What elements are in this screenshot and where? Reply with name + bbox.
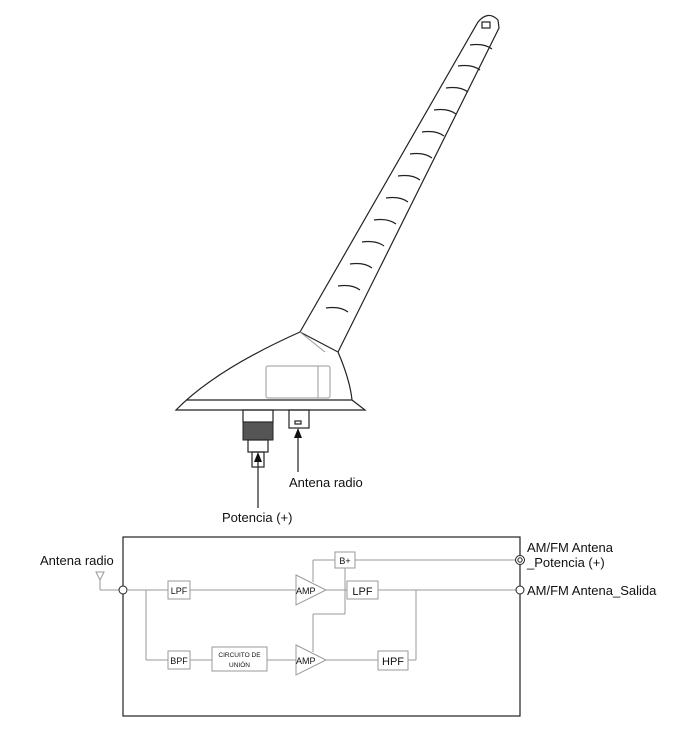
- lpf-input-block: [167, 580, 191, 600]
- whip-spiral: [325, 21, 493, 313]
- radio-connector: [288, 409, 310, 429]
- antenna-symbol-icon: [95, 571, 119, 591]
- signal-output-label: AM/FM Antena_Salida: [527, 583, 657, 598]
- threaded-stud: [242, 421, 274, 441]
- matching-circuit-block: [211, 646, 268, 672]
- output-terminal: [515, 585, 525, 595]
- power-output-label-2: _Potencia (+): [526, 555, 605, 570]
- hpf-label: HPF: [382, 656, 404, 668]
- power-label: Potencia (+): [222, 510, 292, 525]
- lpf-input-label: LPF: [171, 586, 188, 596]
- input-terminal: [118, 585, 128, 595]
- power-connector: [242, 409, 274, 423]
- lpf-output-block: [346, 580, 379, 600]
- wires: [127, 559, 516, 661]
- amp-top-triangle: [295, 574, 328, 606]
- antenna-radio-label: Antena radio: [289, 475, 363, 490]
- antenna-base: [174, 331, 367, 411]
- power-output-label-1: AM/FM Antena: [527, 540, 614, 555]
- amplifier-box: [122, 536, 521, 717]
- input-label: Antena radio: [40, 553, 114, 568]
- bpf-label: BPF: [170, 656, 188, 666]
- lpf-output-label: LPF: [352, 586, 372, 598]
- bplus-block: [334, 551, 356, 569]
- block-diagram: Antena radio LPF BPF CIRCU: [40, 536, 657, 717]
- bpf-block: [167, 650, 191, 670]
- bplus-label: B+: [339, 556, 350, 566]
- hpf-block: [377, 650, 409, 671]
- matching-circuit-label-2: UNIÓN: [229, 660, 250, 669]
- power-terminal: [515, 555, 525, 565]
- amp-bottom-label: AMP: [296, 656, 316, 666]
- amp-bottom-triangle: [295, 644, 328, 676]
- amp-top-label: AMP: [296, 586, 316, 596]
- antenna-whip: [299, 14, 500, 353]
- matching-circuit-label-1: CIRCUITO DE: [218, 652, 261, 659]
- shark-fin-antenna-illustration: Antena radio Potencia (+): [174, 14, 500, 525]
